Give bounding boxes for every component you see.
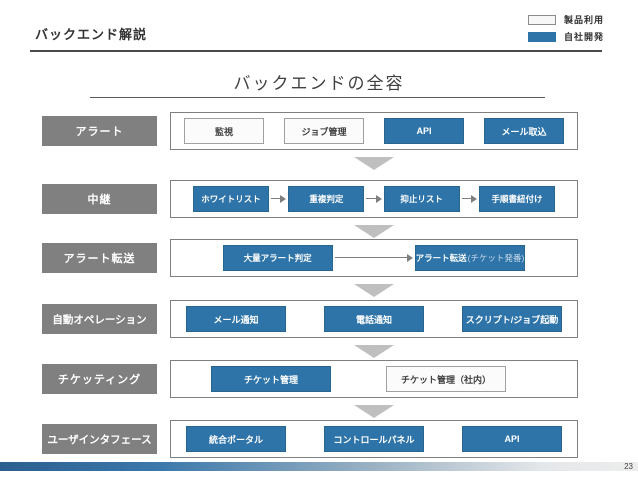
slide-header-title: バックエンド解説 [35,27,148,42]
diagram-row-4: 自動オペレーション メール通知 電話通知 スクリプト/ジョブ起動 [42,300,578,338]
component-box: 監視 [184,118,264,144]
component-label: ホワイトリスト [201,194,261,204]
component-label: スクリプト/ジョブ起動 [465,314,559,325]
component-box: 抑止リスト [383,186,460,212]
legend-item-inhouse: 自社開発 [527,30,604,43]
footer-gradient-bar [0,462,638,471]
page-number: 23 [624,462,633,471]
component-box: ホワイトリスト [193,186,269,212]
component-label: メール通知 [213,314,259,325]
component-box: コントロールパネル [324,426,424,452]
component-label: チケット管理 [243,374,298,385]
flow-arrow-icon [366,194,382,204]
component-label: API [504,434,520,444]
flow-arrow-icon [334,253,413,263]
flow-arrow-icon [461,194,477,204]
row-label: アラート転送 [42,243,157,273]
component-box: 重複判定 [288,186,365,212]
header-divider [30,50,602,52]
component-label: 電話通知 [355,314,392,325]
diagram-row-2: 中継 ホワイトリスト 重複判定 抑止リスト 手順書紐付け [42,180,578,218]
row-label: チケッティング [42,364,157,394]
row-label: アラート [42,116,157,146]
component-box: メール通知 [186,306,286,332]
component-label: API [416,126,432,136]
row-container: チケット管理 チケット管理（社内） [170,360,578,398]
legend-label: 製品利用 [563,15,604,25]
component-box: 電話通知 [324,306,424,332]
row-container: 大量アラート判定 アラート転送(チケット発番) [170,239,578,277]
component-label: 抑止リスト [400,194,443,204]
component-box: メール取込 [484,118,564,144]
legend-label: 自社開発 [563,32,604,42]
diagram-row-6: ユーザインタフェース 統合ポータル コントロールパネル API [42,420,578,458]
down-arrow-icon [354,345,394,358]
down-arrow-icon [354,405,394,418]
component-label: コントロールパネル [333,434,415,445]
row-container: 監視 ジョブ管理 API メール取込 [170,112,578,150]
down-arrow-icon [354,284,394,297]
product-swatch-icon [527,14,556,25]
component-box: API [462,426,562,452]
component-label: ジョブ管理 [301,126,347,137]
component-box: チケット管理 [211,366,331,392]
row-label: 中継 [42,184,157,214]
component-box: 大量アラート判定 [222,245,333,271]
component-label: 監視 [214,126,233,137]
inhouse-swatch-icon [527,31,556,42]
component-label: アラート転送 [415,253,467,263]
component-label: 大量アラート判定 [243,253,312,263]
down-arrow-icon [354,157,394,170]
component-box: API [384,118,464,144]
flow-arrow-icon [271,194,287,204]
down-arrow-icon [354,225,394,238]
component-label: チケット管理（社内） [400,374,491,385]
row-container: 統合ポータル コントロールパネル API [170,420,578,458]
diagram-row-1: アラート 監視 ジョブ管理 API メール取込 [42,112,578,150]
title-underline [90,97,545,98]
row-label: ユーザインタフェース [42,424,157,454]
row-container: メール通知 電話通知 スクリプト/ジョブ起動 [170,300,578,338]
component-label-suffix: (チケット発番) [467,253,525,263]
diagram-row-3: アラート転送大量アラート判定アラート転送(チケット発番) [42,239,578,277]
row-label: 自動オペレーション [42,304,157,334]
component-box: チケット管理（社内） [386,366,506,392]
legend: 製品利用 自社開発 [527,13,604,43]
component-label: 統合ポータル [208,434,263,445]
component-box: 統合ポータル [186,426,286,452]
component-box: スクリプト/ジョブ起動 [462,306,562,332]
component-label: 手順書紐付け [491,194,543,204]
row-container: ホワイトリスト 重複判定 抑止リスト 手順書紐付け [170,180,578,218]
legend-item-product: 製品利用 [527,13,604,26]
diagram-title: バックエンドの全容 [233,74,405,93]
component-label: メール取込 [501,126,547,137]
component-box: 手順書紐付け [478,186,555,212]
component-box: アラート転送(チケット発番) [414,245,526,271]
component-label: 重複判定 [309,194,344,204]
component-box: ジョブ管理 [284,118,364,144]
diagram-row-5: チケッティング チケット管理 チケット管理（社内） [42,360,578,398]
